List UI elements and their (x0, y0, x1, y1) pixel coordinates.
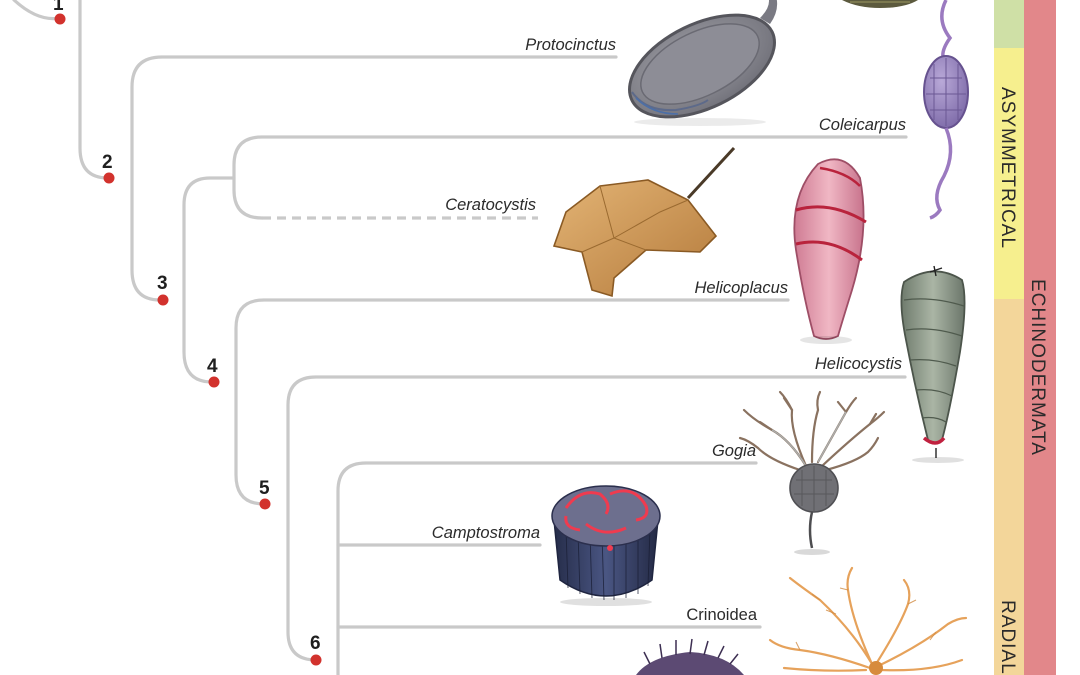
tree-branches (12, 0, 908, 675)
branch-gogia (336, 461, 758, 675)
classification-bands: ASYMMETRICAL ECHINODERMATA RADIAL (994, 0, 1056, 675)
node-3-dot (157, 294, 169, 306)
node-5: 5 (259, 478, 271, 510)
node-2-label: 2 (102, 152, 113, 173)
band-green (994, 0, 1024, 48)
label-gogia: Gogia (712, 442, 756, 460)
node-5-label: 5 (259, 478, 270, 499)
label-crinoidea: Crinoidea (686, 606, 757, 624)
node-6-dot (310, 654, 322, 666)
node-4-label: 4 (207, 356, 218, 377)
band-asymmetrical (994, 48, 1024, 299)
protocinctus-fossil-icon (628, 0, 778, 126)
branch-coleicarpus (232, 135, 908, 220)
taxon-labels: Protocinctus Coleicarpus Ceratocystis He… (432, 36, 906, 624)
crinoidea-fossil-icon (768, 566, 968, 675)
node-2-dot (103, 172, 115, 184)
node-1-dot (54, 13, 66, 25)
band-echinodermata (1024, 0, 1056, 675)
helicoplacus-fossil-icon (793, 158, 867, 344)
node-5-dot (259, 498, 271, 510)
label-ceratocystis: Ceratocystis (445, 196, 536, 214)
helicocystis-fossil-icon (900, 265, 966, 463)
band-radial (994, 299, 1024, 675)
echinodermata-label: ECHINODERMATA (1027, 279, 1048, 456)
label-coleicarpus: Coleicarpus (819, 116, 906, 134)
branch-helicocystis (286, 375, 907, 662)
tree-nodes: 1 2 3 4 5 6 (53, 0, 322, 666)
node-3: 3 (157, 273, 169, 306)
branch-node1-to-node2 (78, 0, 110, 180)
node-3-label: 3 (157, 273, 168, 294)
label-helicocystis: Helicocystis (815, 355, 902, 373)
label-protocinctus: Protocinctus (525, 36, 616, 54)
sea-urchin-fossil-icon (636, 638, 744, 675)
node-1: 1 (53, 0, 66, 25)
node-1-label: 1 (53, 0, 64, 15)
branch-node3 (182, 176, 236, 384)
gogia-fossil-icon (738, 390, 886, 555)
node-6-label: 6 (310, 633, 321, 654)
camptostroma-fossil-icon (551, 485, 661, 606)
node-4: 4 (207, 356, 220, 388)
top-fossil-icon (842, 0, 918, 8)
node-6: 6 (310, 633, 322, 666)
ceratocystis-fossil-icon (552, 146, 736, 298)
node-4-dot (208, 376, 220, 388)
asymmetrical-label: ASYMMETRICAL (997, 87, 1018, 249)
branch-helicoplacus (234, 298, 790, 506)
radial-label: RADIAL (997, 600, 1018, 675)
label-camptostroma: Camptostroma (432, 524, 540, 542)
coleicarpus-fossil-icon (923, 0, 969, 220)
node-2: 2 (102, 152, 115, 184)
branch-protocinctus (130, 55, 618, 302)
label-helicoplacus: Helicoplacus (694, 279, 788, 297)
fossil-illustrations (551, 0, 969, 675)
